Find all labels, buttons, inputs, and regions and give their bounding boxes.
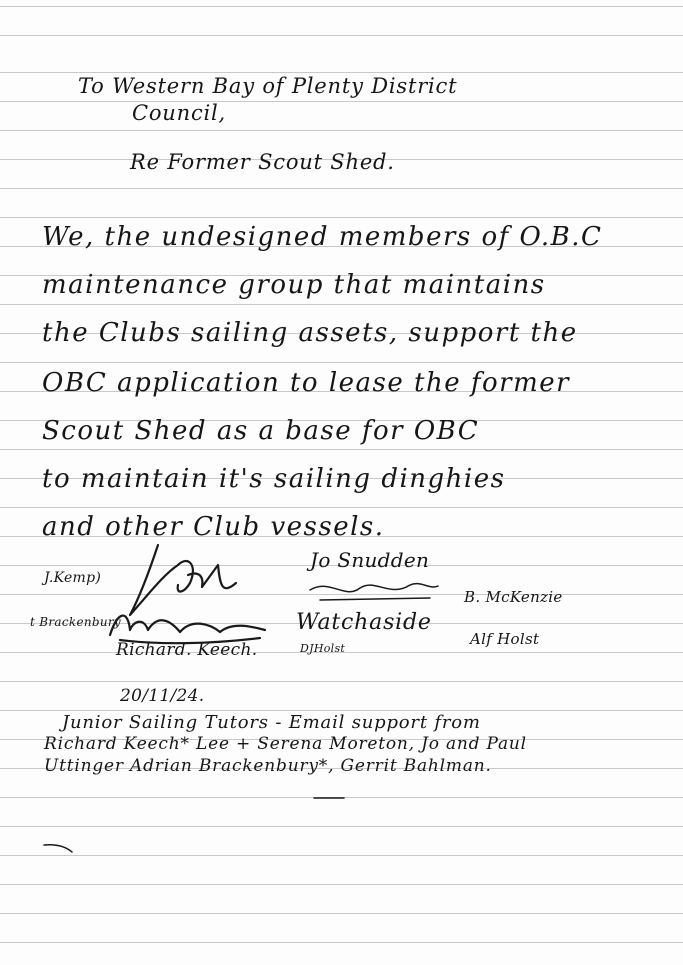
signature-jo-snudden: Jo Snudden <box>310 548 430 572</box>
signature-brackenbury-scrawl <box>108 614 267 645</box>
signature-label-j-kemp: J.Kemp) <box>44 570 102 586</box>
body-line-6: to maintain it's sailing dinghies <box>42 464 506 494</box>
signature-alf-holst: Alf Holst <box>470 630 540 648</box>
pen-stroke-dash <box>313 797 345 799</box>
signature-small-holst: DJHolst <box>300 642 346 655</box>
signature-label-brackenbury: t Brackenbury <box>30 615 121 629</box>
subject-line: Re Former Scout Shed. <box>130 150 395 174</box>
note-line-2: Richard Keech* Lee + Serena Moreton, Jo … <box>44 734 527 754</box>
salutation-line-1: To Western Bay of Plenty District <box>78 74 458 98</box>
signature-richard-keech: Richard. Keech. <box>116 640 258 660</box>
signature-label-b-mckenzie: B. McKenzie <box>464 588 563 606</box>
date-line: 20/11/24. <box>120 686 205 706</box>
body-line-3: the Clubs sailing assets, support the <box>42 318 578 348</box>
salutation-line-2: Council, <box>132 101 227 125</box>
note-line-1: Junior Sailing Tutors - Email support fr… <box>62 712 481 733</box>
body-line-7: and other Club vessels. <box>42 512 385 542</box>
body-line-4: OBC application to lease the former <box>42 368 571 398</box>
body-line-2: maintenance group that maintains <box>42 270 546 300</box>
pen-stroke-corner <box>43 844 73 853</box>
note-line-3: Uttinger Adrian Brackenbury*, Gerrit Bah… <box>44 756 492 776</box>
body-line-5: Scout Shed as a base for OBC <box>42 416 480 446</box>
signature-underline-scribble <box>309 582 439 601</box>
signature-watchaside: Watchaside <box>296 610 432 635</box>
body-line-1: We, the undesigned members of O.B.C <box>42 222 603 252</box>
signature-kemp-scrawl <box>128 543 238 617</box>
